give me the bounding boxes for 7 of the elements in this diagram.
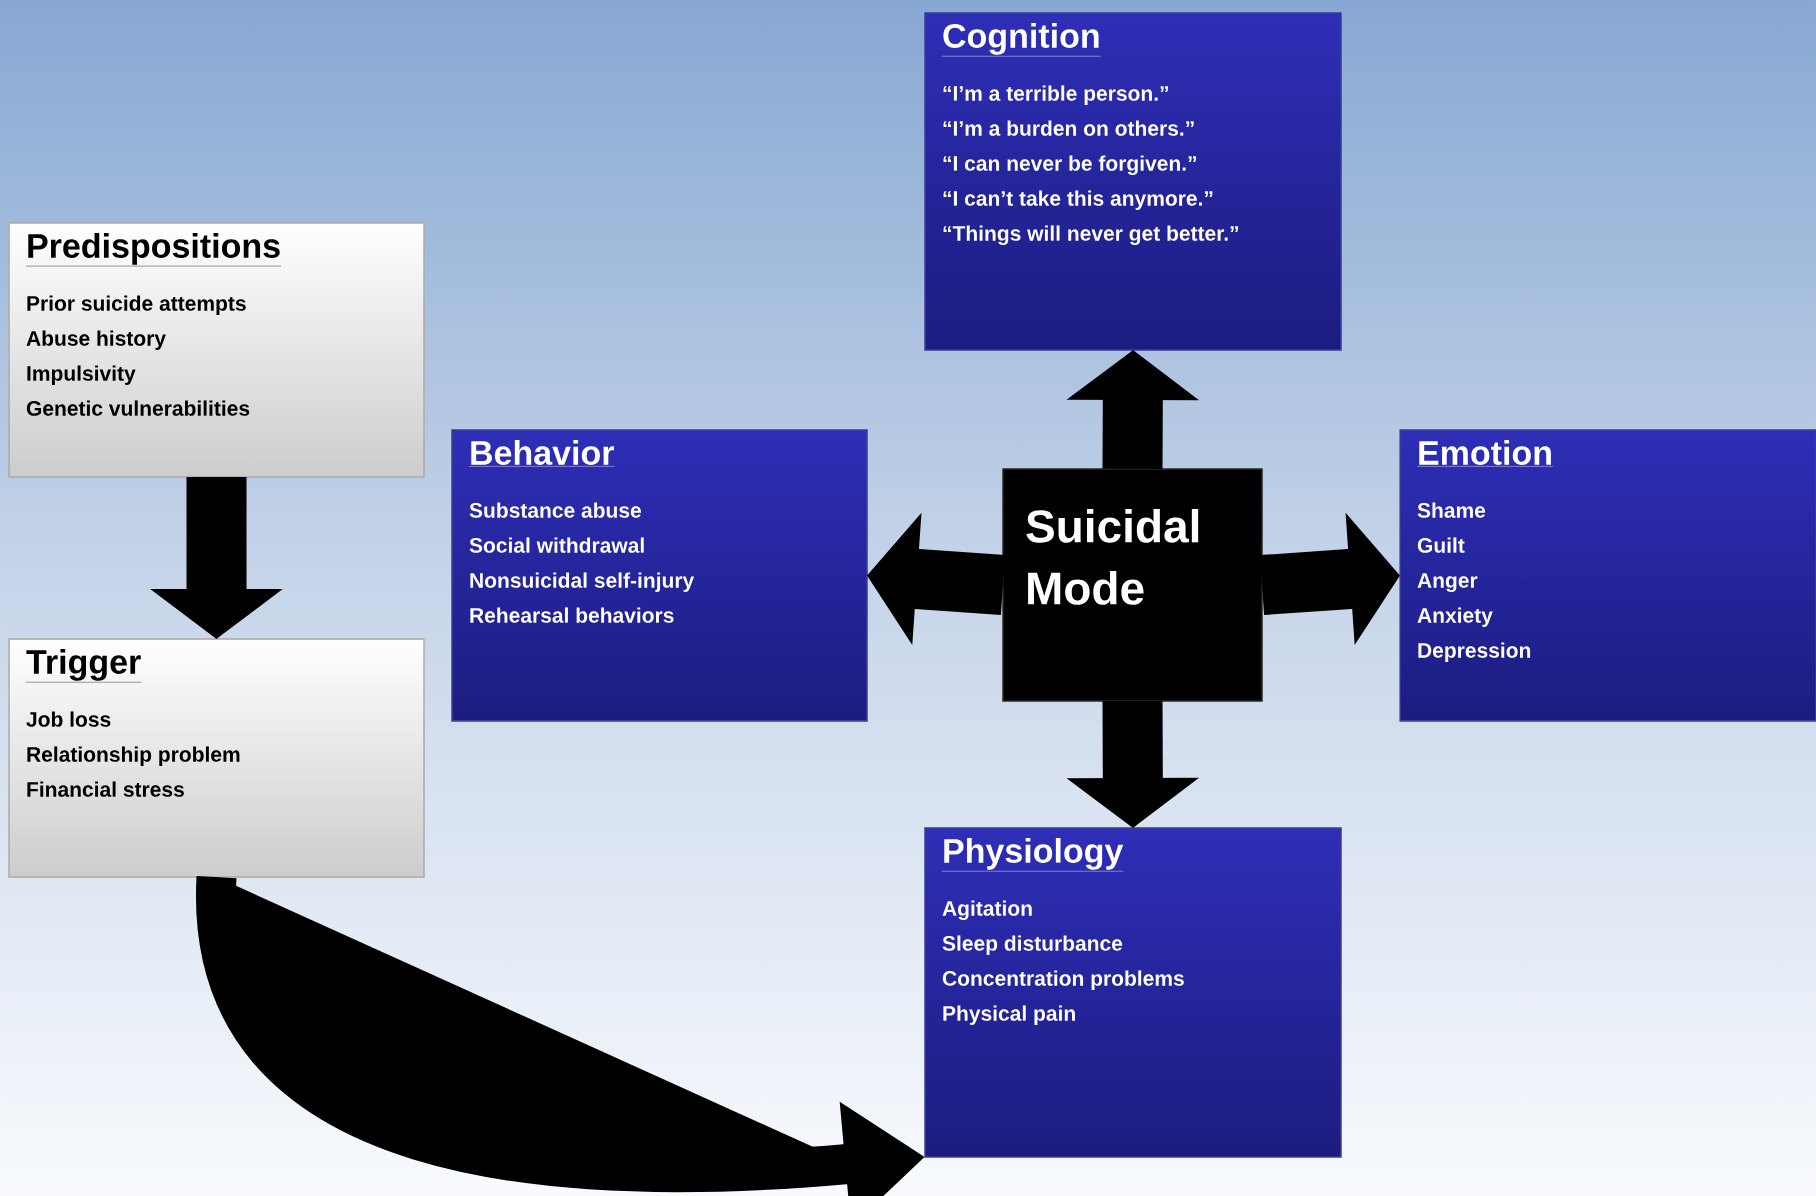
info-box: Emotion Shame Guilt Anger Anxiety Depression — [1399, 429, 1816, 722]
info-box: Cognition “I’m a terrible person.” “I’m a burden on others.” “I can never be forgiven.” “I can’t take this anymore.” “Things will never get better.” — [924, 12, 1342, 351]
info-box: Physiology Agitation Sleep disturbance Concentration problems Physical pain — [924, 827, 1342, 1158]
info-box: Behavior Substance abuse Social withdrawal Nonsuicidal self-injury Rehearsal behaviors — [451, 429, 868, 722]
info-box: Predispositions Prior suicide attempts Abuse history Impulsivity Genetic vulnerabilities — [8, 222, 425, 478]
info-box: Trigger Job loss Relationship problem Financial stress — [8, 638, 425, 878]
center-box: Suicidal Mode — [1002, 468, 1263, 702]
